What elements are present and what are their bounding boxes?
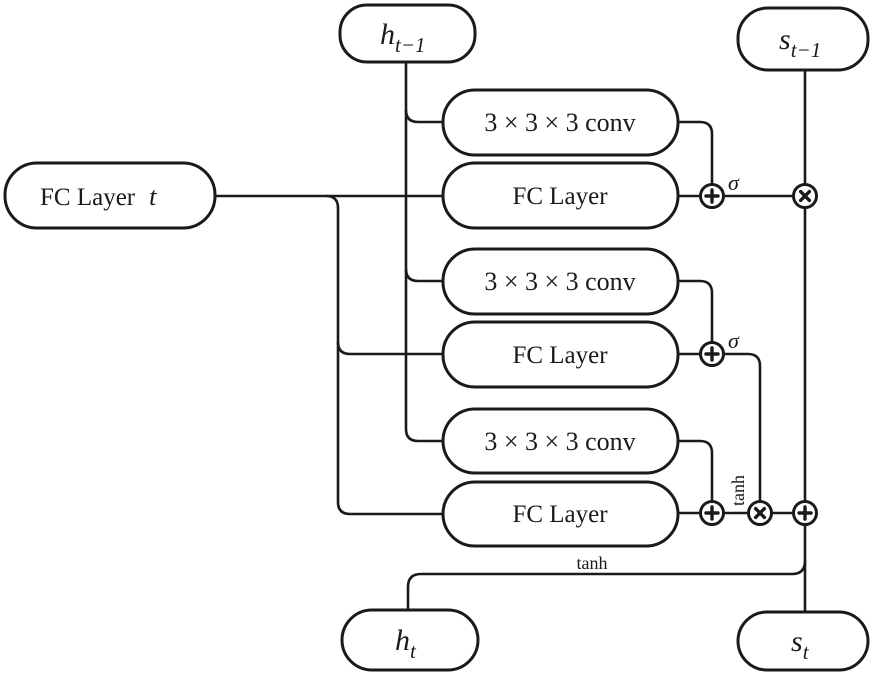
fc-box-1 [441, 161, 680, 230]
fc-input-box [3, 161, 217, 230]
conv-label-2: 3 × 3 × 3 conv [484, 267, 635, 296]
edge-hprev-stem [404, 62, 443, 443]
edge-sigma2-down [724, 352, 762, 502]
sigma-label-2: σ [728, 328, 740, 353]
op-add-candidate [699, 500, 725, 526]
edge-fcinput-branch [325, 194, 443, 516]
boxes [3, 3, 870, 672]
op-add-state [792, 500, 818, 526]
edge-hprev-to-conv1 [404, 109, 443, 124]
conv-label-1: 3 × 3 × 3 conv [484, 108, 635, 137]
plus-icon [797, 505, 813, 521]
operation-nodes [699, 183, 818, 526]
plus-icon [704, 346, 720, 362]
edge-tanh-to-hout [406, 560, 807, 610]
fc-label-2: FC Layer [512, 342, 608, 369]
fc-label-1: FC Layer [512, 183, 608, 210]
edges [215, 62, 807, 612]
edge-fcinput-to-fc2 [336, 341, 443, 356]
edge-conv1-out [678, 120, 714, 185]
edge-label-texts: σ σ tanh tanh [577, 170, 749, 573]
s-prev-label: st−1 [779, 23, 821, 62]
conv-box-3 [441, 407, 680, 475]
h-out-box [340, 608, 480, 672]
tanh-label-vertical: tanh [728, 475, 748, 506]
op-add-forget [699, 183, 725, 209]
fc-box-2 [441, 320, 680, 389]
times-icon [753, 506, 767, 520]
s-prev-box [736, 6, 870, 72]
edge-conv3-out [678, 439, 714, 502]
sigma-label-1: σ [728, 170, 740, 195]
plus-icon [704, 188, 720, 204]
conv-box-2 [441, 247, 680, 316]
h-prev-label: ht−1 [380, 18, 426, 57]
times-icon [798, 189, 812, 203]
plus-icon [704, 505, 720, 521]
s-out-label: st [791, 625, 810, 664]
conv-label-3: 3 × 3 × 3 conv [484, 427, 635, 456]
conv-box-1 [441, 88, 680, 157]
op-mul-forget [792, 183, 818, 209]
fc-label-3: FC Layer [512, 501, 608, 528]
h-out-label: ht [395, 624, 417, 663]
edge-hprev-to-conv2 [404, 268, 443, 283]
op-mul-input [747, 500, 773, 526]
s-out-box [736, 610, 870, 672]
h-prev-box [338, 3, 477, 64]
tanh-label-horizontal: tanh [577, 553, 608, 573]
op-add-input [699, 341, 725, 367]
fc-box-3 [441, 480, 680, 548]
edge-conv2-out [678, 279, 714, 343]
